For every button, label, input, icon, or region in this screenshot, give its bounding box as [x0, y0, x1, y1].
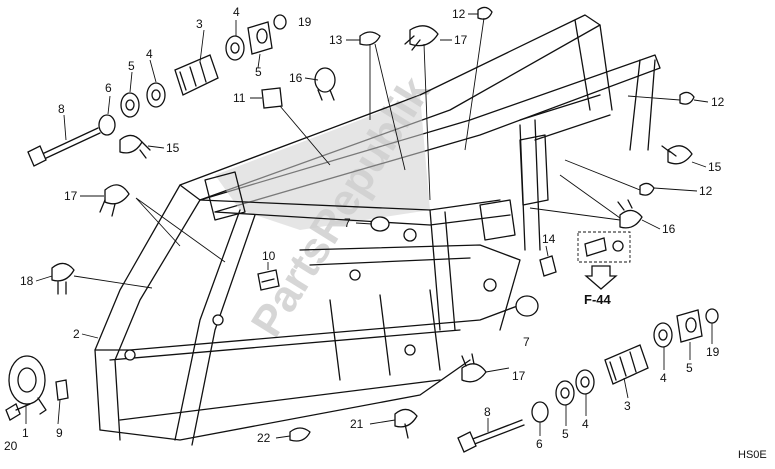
clamp-17-left — [99, 184, 130, 217]
callout-12-right: 12 — [711, 95, 725, 109]
callout-4-top: 4 — [233, 5, 240, 19]
fastener-detail — [577, 231, 631, 263]
callout-17-left: 17 — [64, 189, 78, 203]
callout-13: 13 — [329, 33, 343, 47]
clamp-12-mid — [639, 182, 655, 196]
relay-10 — [257, 269, 280, 291]
callout-19-top: 19 — [298, 15, 312, 29]
bolt-8-top — [27, 127, 101, 167]
clamp-12-top — [477, 6, 493, 20]
callout-6-bottom: 6 — [536, 437, 543, 451]
callout-5-mid: 5 — [128, 59, 135, 73]
bearing-4-bottom — [575, 369, 595, 395]
gear-3-bottom — [604, 344, 649, 385]
reference-label: F-44 — [584, 292, 612, 307]
callout-11: 11 — [233, 91, 246, 105]
callout-17-bottom: 17 — [512, 369, 526, 383]
clamp-16-top — [314, 67, 336, 101]
callout-16-right: 16 — [662, 222, 676, 236]
connector-9 — [55, 379, 69, 401]
callout-20: 20 — [4, 439, 18, 453]
clamp-22 — [289, 427, 311, 442]
bearing-5-top — [120, 92, 140, 118]
leader-lines — [25, 13, 713, 439]
callout-19-bottom: 19 — [706, 345, 720, 359]
callout-12-top: 12 — [452, 7, 466, 21]
callout-4-bottom: 4 — [582, 417, 589, 431]
clamp-17-top — [404, 25, 439, 51]
callout-4-bottom-b: 4 — [660, 371, 667, 385]
grommet-7-mid — [370, 216, 390, 232]
bolt-20 — [5, 403, 31, 421]
callout-5-bottom: 5 — [562, 427, 569, 441]
callout-22: 22 — [257, 431, 271, 445]
callout-7-right: 7 — [523, 335, 530, 349]
bearing-4-top — [146, 82, 166, 108]
callout-8-bottom: 8 — [484, 405, 491, 419]
cap-19-top — [273, 14, 287, 30]
clamp-15-right — [661, 145, 693, 165]
seal-5-top — [247, 21, 273, 55]
collar-6-top — [98, 114, 116, 136]
callout-5-top: 5 — [255, 65, 262, 79]
callout-12-mid: 12 — [699, 184, 713, 198]
gear-3-top — [174, 54, 219, 96]
callout-15-right: 15 — [708, 160, 722, 174]
diagram-code: HS0E — [738, 449, 767, 461]
callout-1: 1 — [22, 426, 29, 440]
clamp-16-right — [617, 199, 643, 229]
clamp-21 — [394, 408, 418, 439]
callout-10: 10 — [262, 249, 276, 263]
callout-labels: 3 4 5 19 4 5 6 8 15 17 16 11 13 12 17 12… — [4, 5, 725, 453]
bolt-8-bottom — [457, 419, 525, 453]
callout-6-top: 6 — [105, 81, 112, 95]
clamp-15-left — [119, 134, 151, 159]
callout-4-mid: 4 — [146, 47, 153, 61]
callout-9: 9 — [56, 426, 63, 440]
clamp-12-right — [679, 91, 695, 105]
clip-14 — [539, 255, 557, 277]
cap-7-right — [515, 295, 539, 317]
connector-11 — [261, 87, 283, 109]
seal-5-bottom — [676, 309, 703, 343]
arrow-f44 — [584, 265, 618, 290]
clamp-17-bottom — [461, 353, 487, 383]
callout-3-bottom: 3 — [624, 399, 631, 413]
frame-body — [94, 14, 661, 446]
callout-3-top: 3 — [196, 17, 203, 31]
callout-17-top: 17 — [454, 33, 468, 47]
callout-2: 2 — [73, 327, 80, 341]
bearing-5-bottom — [555, 380, 575, 406]
callout-14: 14 — [542, 232, 556, 246]
collar-6-bottom — [531, 401, 549, 423]
clamp-18 — [51, 262, 75, 295]
callout-8-top: 8 — [58, 102, 65, 116]
clamp-13 — [359, 31, 381, 46]
callout-21: 21 — [350, 417, 364, 431]
callout-16-top: 16 — [289, 71, 303, 85]
bearing-4-bottom-b — [653, 322, 673, 348]
cap-19-bottom — [705, 308, 719, 324]
callout-15-left: 15 — [166, 141, 180, 155]
horn-1 — [8, 355, 47, 415]
callout-5-bottom-b: 5 — [686, 361, 693, 375]
callout-18: 18 — [20, 274, 34, 288]
callout-7-mid: 7 — [344, 216, 351, 230]
bearing-4-top-b — [225, 35, 245, 61]
